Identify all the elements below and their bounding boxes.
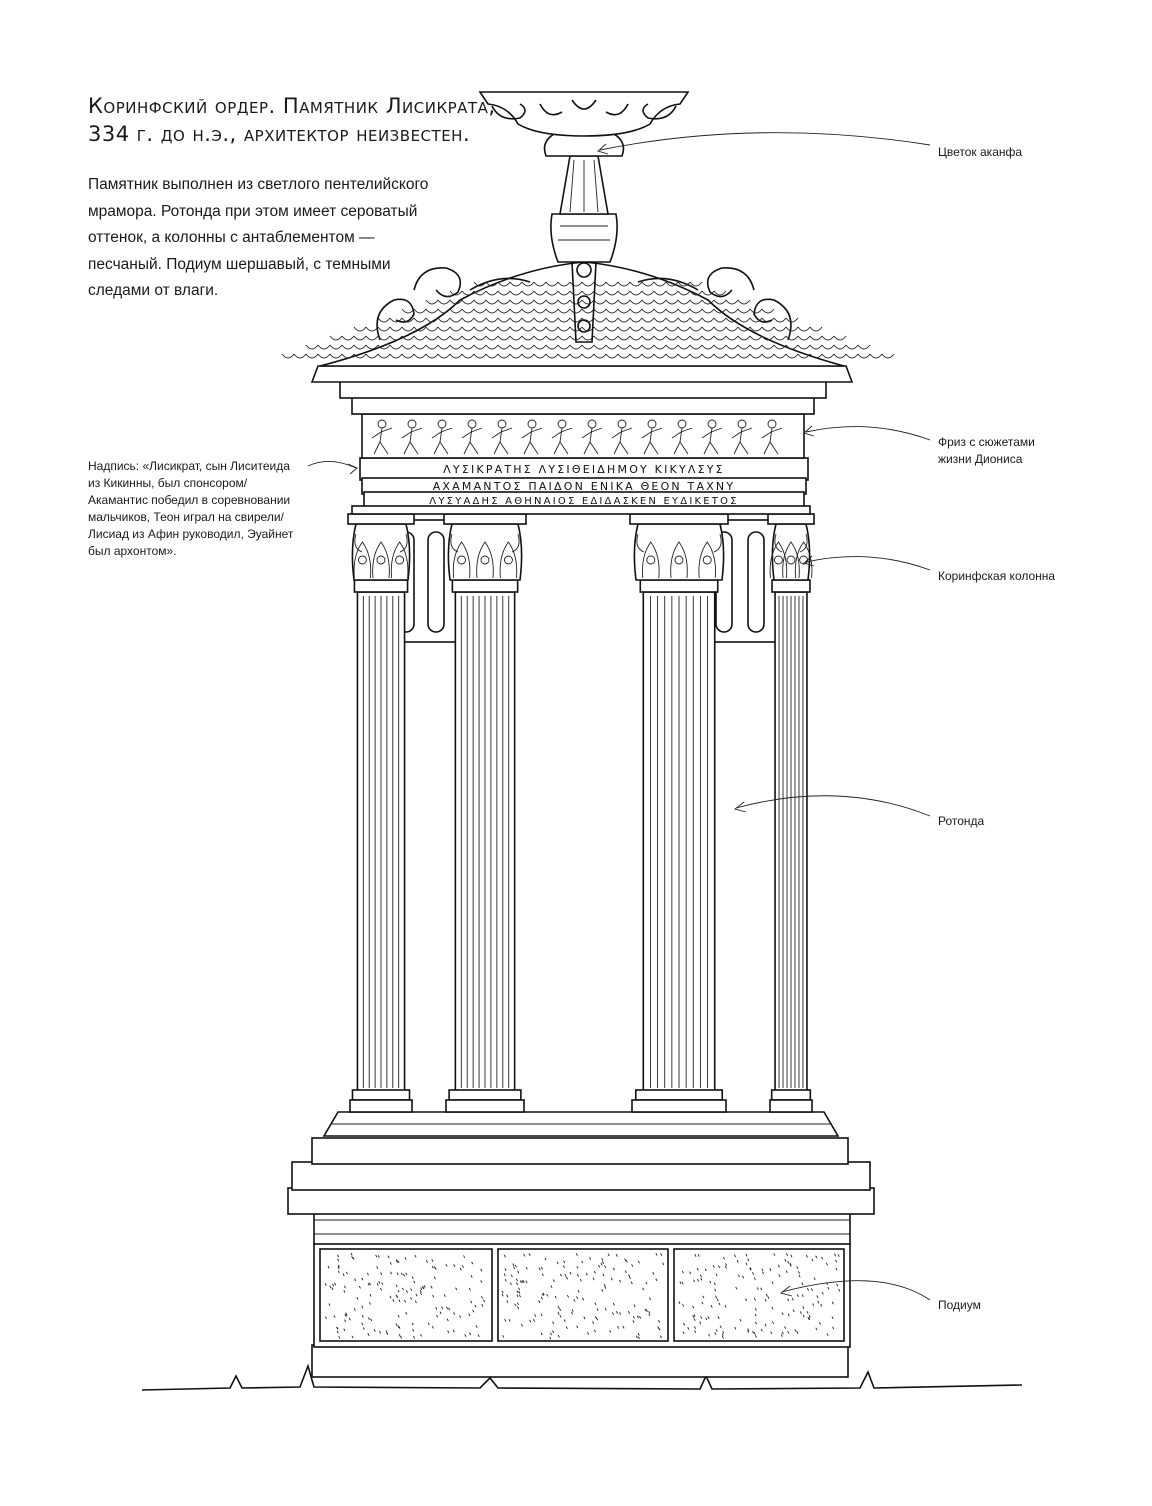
label-text: жизни Диониса bbox=[938, 452, 1023, 466]
label-column: Коринфская колонна bbox=[938, 568, 1055, 585]
label-text: Ротонда bbox=[938, 814, 985, 828]
title-line: 334 г. до н.э., архитектор неизвестен. bbox=[88, 122, 471, 146]
label-text: был архонтом». bbox=[88, 544, 177, 558]
frieze-figures bbox=[371, 419, 783, 455]
inscription-line: ΛΥΣΙΚΡΑΤΗΣ ΛΥΣΙΘΕΙΔΗΜΟΥ ΚΙΚΥΛΣΥΣ bbox=[443, 463, 725, 476]
label-text: из Кикинны, был спонсором/ bbox=[88, 476, 248, 490]
label-acanthus: Цветок аканфа bbox=[938, 144, 1022, 161]
column bbox=[629, 513, 729, 1113]
description-line: Памятник выполнен из светлого пентелийск… bbox=[88, 176, 429, 193]
label-text: Подиум bbox=[938, 1298, 981, 1312]
description: Памятник выполнен из светлого пентелийск… bbox=[88, 172, 468, 305]
acanthus-finial bbox=[478, 91, 690, 263]
podium bbox=[287, 1137, 875, 1378]
label-text: мальчиков, Теон играл на свирели/ bbox=[88, 510, 284, 524]
page-title: Коринфский ордер. Памятник Лисикрата, 33… bbox=[88, 92, 496, 148]
label-rotunda: Ротонда bbox=[938, 813, 984, 830]
inscription-line: ΛΥΣΥΑΔΗΣ ΑΘΗΝΑΙΟΣ ΕΔΙΔΑΣΚΕΝ ΕΥΔΙΚΕΤΟΣ bbox=[429, 496, 738, 507]
corinthian-columns bbox=[347, 513, 815, 1113]
ground-line bbox=[141, 1363, 1023, 1391]
column bbox=[347, 513, 415, 1113]
label-inscription: Надпись: «Лисикрат, сын Лиситеида из Кик… bbox=[88, 458, 293, 560]
description-line: мрамора. Ротонда при этом имеет сероваты… bbox=[88, 202, 418, 220]
column bbox=[767, 513, 815, 1113]
label-text: Фриз с сюжетами bbox=[938, 435, 1035, 449]
label-text: Надпись: «Лисикрат, сын Лиситеида bbox=[88, 459, 290, 473]
leader-lines bbox=[307, 132, 931, 1301]
description-line: оттенок, а колонны с антаблементом — bbox=[88, 229, 375, 246]
roof bbox=[281, 261, 895, 367]
roof-scales bbox=[281, 281, 895, 359]
rotunda-base bbox=[322, 1111, 840, 1137]
label-podium: Подиум bbox=[938, 1297, 981, 1314]
inscription-line: ΑΧΑΜΑΝΤΟΣ ΠΑΙΔΟΝ ΕΝΙΚΑ ΘΕΟΝ ΤΑΧΝΥ bbox=[433, 480, 736, 493]
label-frieze: Фриз с сюжетами жизни Диониса bbox=[938, 434, 1035, 468]
frieze bbox=[361, 413, 805, 459]
podium-texture bbox=[324, 1252, 841, 1340]
column bbox=[443, 513, 527, 1113]
label-text: Цветок аканфа bbox=[938, 145, 1023, 159]
description-line: следами от влаги. bbox=[88, 282, 219, 299]
description-line: песчаный. Подиум шершавый, с темными bbox=[88, 255, 391, 273]
label-text: Акамантис победил в соревновании bbox=[88, 493, 291, 507]
entablature: ΛΥΣΙΚΡΑΤΗΣ ΛΥΣΙΘΕΙΔΗΜΟΥ ΚΙΚΥΛΣΥΣ ΑΧΑΜΑΝΤ… bbox=[351, 457, 811, 515]
label-text: Коринфская колонна bbox=[938, 569, 1056, 583]
cornice bbox=[310, 365, 854, 415]
label-text: Лисиад из Афин руководил, Эуайнет bbox=[88, 527, 294, 541]
title-line: Коринфский ордер. Памятник Лисикрата, bbox=[88, 94, 496, 118]
